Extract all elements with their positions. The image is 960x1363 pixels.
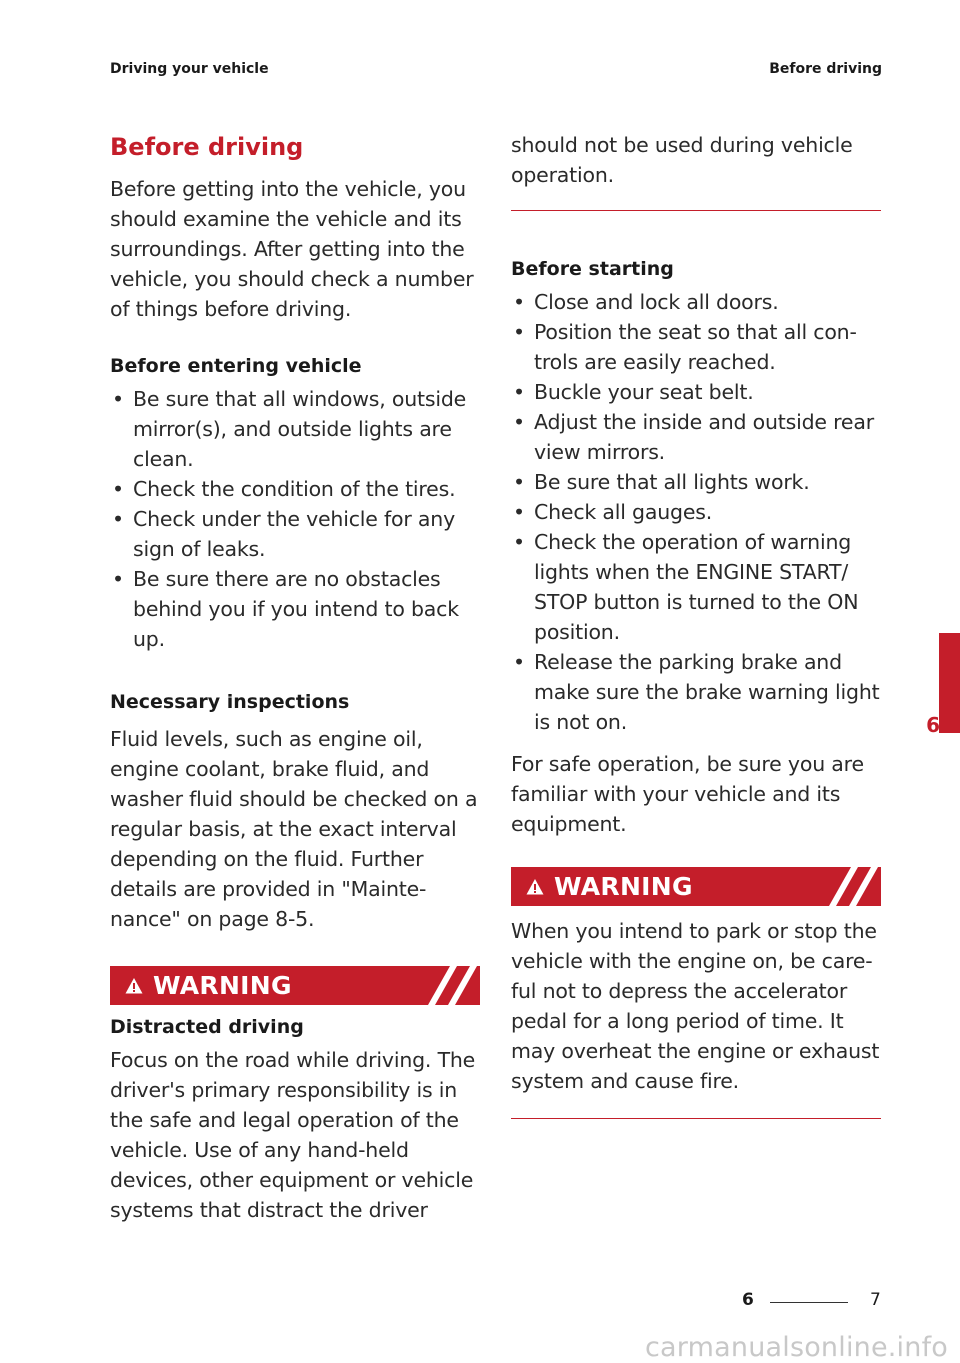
bullet-icon: • bbox=[513, 320, 525, 344]
bullet-icon: • bbox=[513, 410, 525, 434]
bullet-icon: • bbox=[513, 500, 525, 524]
footer-page-number: 7 bbox=[870, 1290, 881, 1310]
hazard-stripes-icon bbox=[829, 867, 878, 906]
bullet-icon: • bbox=[112, 477, 124, 501]
left-column: Before driving Before getting into the v… bbox=[110, 130, 480, 1225]
watermark: carmanualsonline.info bbox=[645, 1332, 948, 1363]
warning-banner: WARNING bbox=[110, 966, 480, 1005]
hazard-stripes-icon bbox=[428, 966, 477, 1005]
bullet-icon: • bbox=[112, 567, 124, 591]
chapter-tab-marker bbox=[939, 633, 960, 733]
continuation-paragraph: should not be used during vehicle operat… bbox=[511, 133, 853, 187]
before-starting-heading: Before starting bbox=[511, 258, 674, 280]
inspections-paragraph: Fluid levels, such as engine oil, engine… bbox=[110, 727, 478, 931]
divider-line bbox=[511, 210, 881, 211]
list-item: •Close and lock all doors. bbox=[511, 287, 881, 317]
warning-label: WARNING bbox=[554, 872, 693, 901]
list-item: •Be sure that all lights work. bbox=[511, 467, 881, 497]
section-title: Before driving bbox=[110, 133, 304, 161]
bullet-icon: • bbox=[513, 650, 525, 674]
bullet-icon: • bbox=[513, 380, 525, 404]
warning-label: WARNING bbox=[153, 971, 292, 1000]
footer-rule bbox=[770, 1302, 848, 1303]
necessary-inspections-heading: Necessary inspections bbox=[110, 691, 350, 713]
bullet-icon: • bbox=[112, 387, 124, 411]
before-entering-heading: Before entering vehicle bbox=[110, 355, 362, 377]
list-item: •Position the seat so that all con-trols… bbox=[511, 317, 881, 377]
bullet-icon: • bbox=[513, 530, 525, 554]
warning-banner: WARNING bbox=[511, 867, 881, 906]
bullet-icon: • bbox=[513, 290, 525, 314]
divider-line bbox=[511, 1118, 881, 1119]
warning-paragraph: Focus on the road while driving. The dri… bbox=[110, 1048, 476, 1222]
intro-paragraph: Before getting into the vehicle, you sho… bbox=[110, 177, 474, 321]
running-header-chapter: Driving your vehicle bbox=[110, 61, 269, 77]
warning-triangle-icon bbox=[125, 977, 143, 993]
warning-paragraph: When you intend to park or stop the vehi… bbox=[511, 919, 880, 1093]
warning-triangle-icon bbox=[526, 878, 544, 894]
list-item: •Buckle your seat belt. bbox=[511, 377, 881, 407]
right-column: should not be used during vehicle operat… bbox=[511, 130, 881, 1119]
list-item: •Check all gauges. bbox=[511, 497, 881, 527]
chapter-tab-number: 6 bbox=[926, 713, 940, 737]
before-starting-list: •Close and lock all doors. •Position the… bbox=[511, 287, 881, 737]
safe-operation-paragraph: For safe operation, be sure you are fami… bbox=[511, 752, 864, 836]
bullet-icon: • bbox=[513, 470, 525, 494]
footer-section-number: 6 bbox=[742, 1290, 754, 1310]
list-item: •Check the condition of the tires. bbox=[110, 474, 480, 504]
distracted-driving-heading: Distracted driving bbox=[110, 1016, 304, 1038]
bullet-icon: • bbox=[112, 507, 124, 531]
running-header-section: Before driving bbox=[769, 61, 882, 77]
